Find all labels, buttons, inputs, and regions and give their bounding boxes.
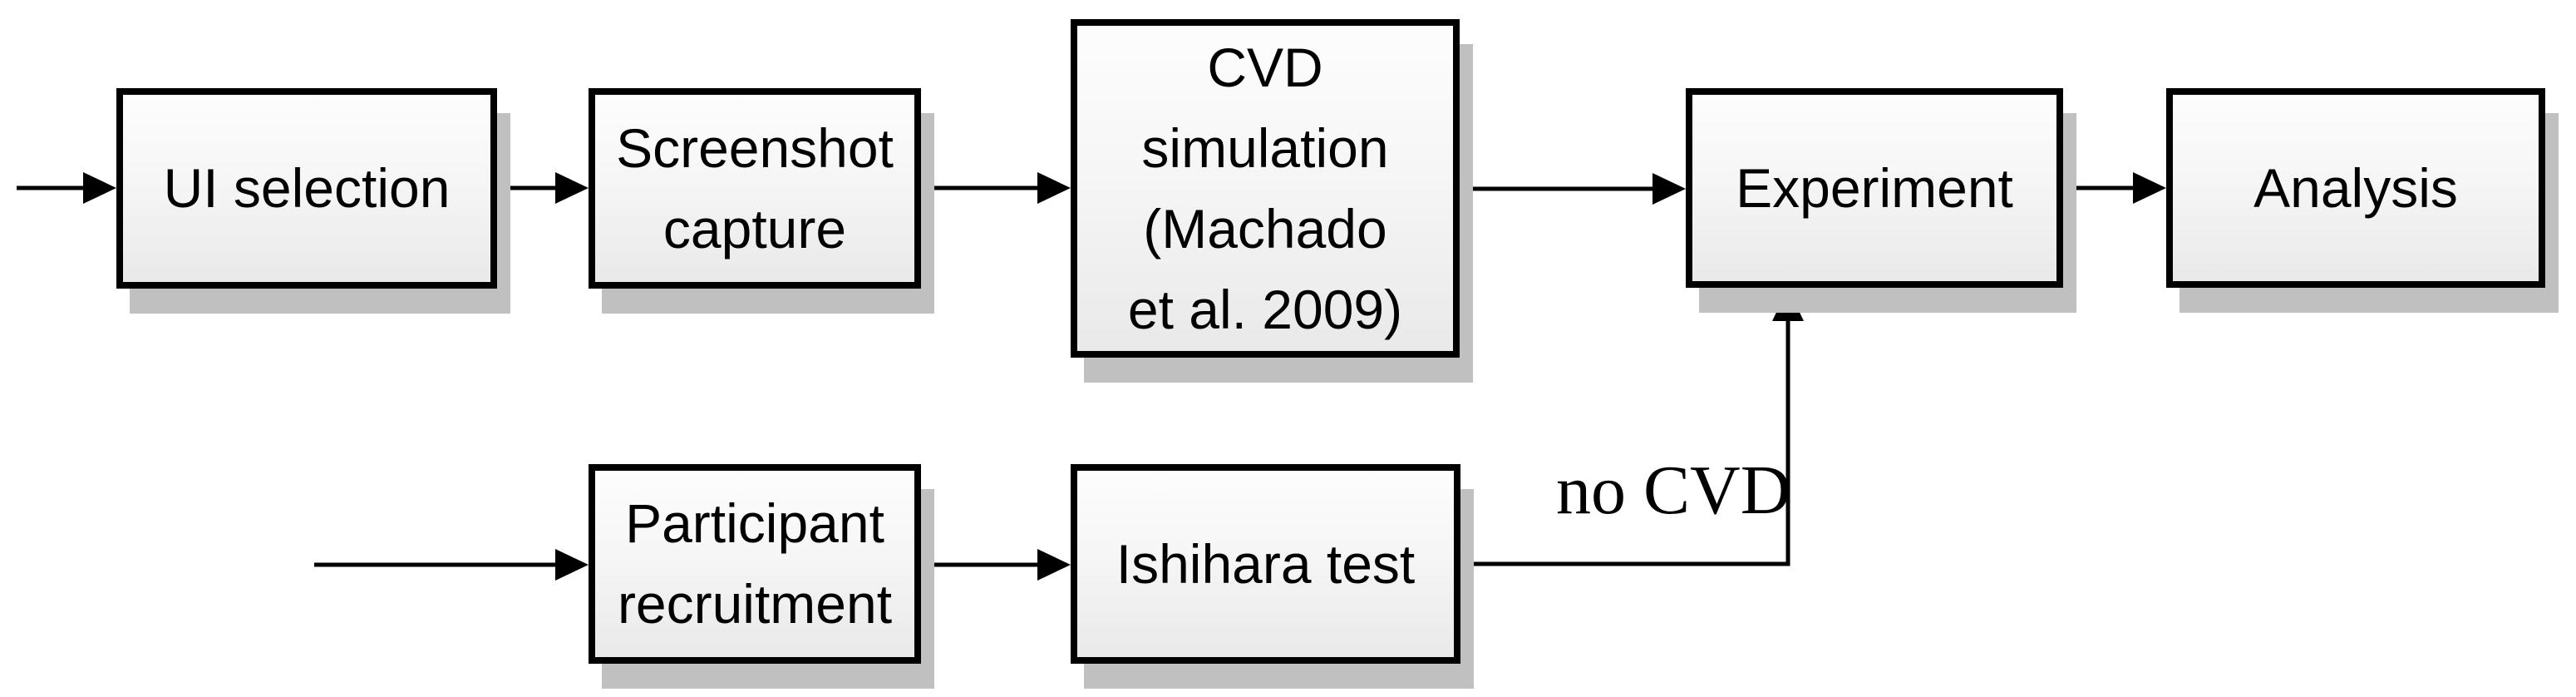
arrowhead-ui-selection-to-screenshot — [555, 172, 589, 204]
arrowhead-ishihara-to-experiment — [1772, 288, 1804, 321]
flow-node-analysis: Analysis — [2166, 88, 2545, 288]
arrowhead-start-to-ui-selection — [83, 172, 116, 204]
flow-node-screenshot-capture: Screenshot capture — [589, 88, 921, 289]
flow-node-ishihara-test: Ishihara test — [1071, 464, 1460, 664]
flow-node-cvd-simulation: CVD simulation (Machado et al. 2009) — [1071, 19, 1460, 358]
node-label-line: Experiment — [1736, 156, 2013, 219]
node-label-line: Analysis — [2253, 156, 2458, 219]
arrowhead-screenshot-to-cvd — [1037, 172, 1071, 204]
flow-node-ui-selection: UI selection — [116, 88, 497, 289]
arrowhead-experiment-to-analysis — [2133, 172, 2166, 204]
arrowhead-cvd-to-experiment — [1652, 173, 1686, 205]
node-label-line: (Machado — [1143, 197, 1387, 260]
node-label-line: Participant — [625, 492, 884, 554]
node-label: Participant recruitment — [618, 483, 892, 645]
node-label: CVD simulation (Machado et al. 2009) — [1128, 27, 1402, 350]
node-label: Screenshot capture — [616, 108, 894, 269]
node-label-line: UI selection — [163, 157, 451, 219]
node-label-line: capture — [662, 197, 847, 260]
node-label: Ishihara test — [1116, 524, 1416, 605]
node-label-line: recruitment — [617, 573, 893, 635]
node-label: Experiment — [1736, 148, 2013, 229]
node-label-line: et al. 2009) — [1127, 278, 1403, 340]
flow-node-experiment: Experiment — [1686, 88, 2063, 288]
flow-node-participant-recruitment: Participant recruitment — [589, 464, 921, 664]
edge-label-no-cvd: no CVD — [1556, 452, 1791, 529]
node-label-line: Ishihara test — [1116, 532, 1416, 595]
node-label-line: Screenshot — [616, 116, 894, 179]
node-label-line: CVD — [1207, 36, 1323, 98]
edge-ishihara-to-experiment — [1460, 321, 1790, 566]
node-label: Analysis — [2253, 148, 2458, 229]
arrowhead-participant-to-ishihara — [1037, 549, 1071, 581]
node-label-line: simulation — [1141, 116, 1389, 179]
node-label: UI selection — [164, 148, 451, 229]
arrowhead-start-to-participant — [555, 549, 589, 581]
